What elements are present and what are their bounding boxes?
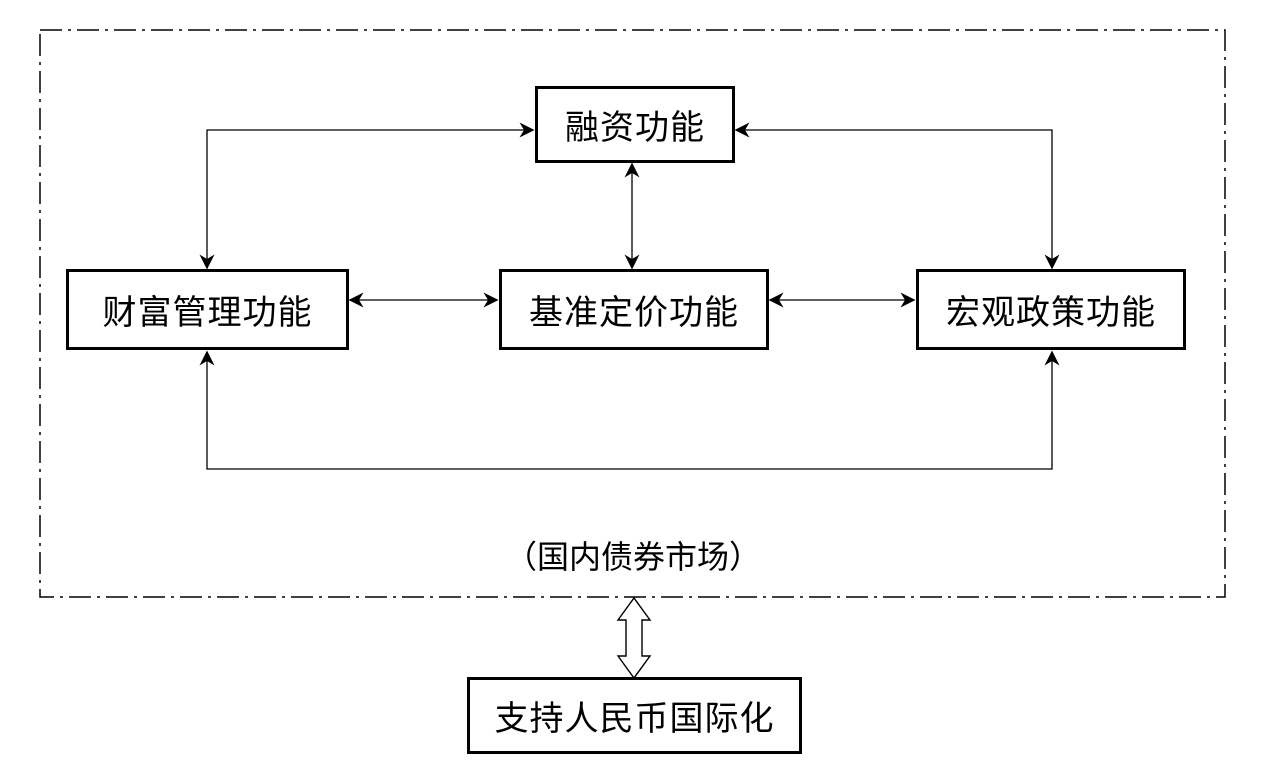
domestic-bond-market-boundary [39,29,1226,598]
hollow-double-arrow [616,596,652,680]
macro-policy-function-box: 宏观政策功能 [916,269,1186,350]
connector-macro-financing [734,122,1060,270]
domestic-bond-market-label: （国内债券市场） [505,538,762,576]
connector-wealth-macro [199,350,1060,470]
connector-wealth-financing [199,122,535,270]
benchmark-pricing-function-box: 基准定价功能 [499,269,769,350]
rmb-internationalization-box: 支持人民币国际化 [467,677,802,754]
financing-function-box: 融资功能 [535,86,735,163]
wealth-management-function-box: 财富管理功能 [66,269,349,350]
